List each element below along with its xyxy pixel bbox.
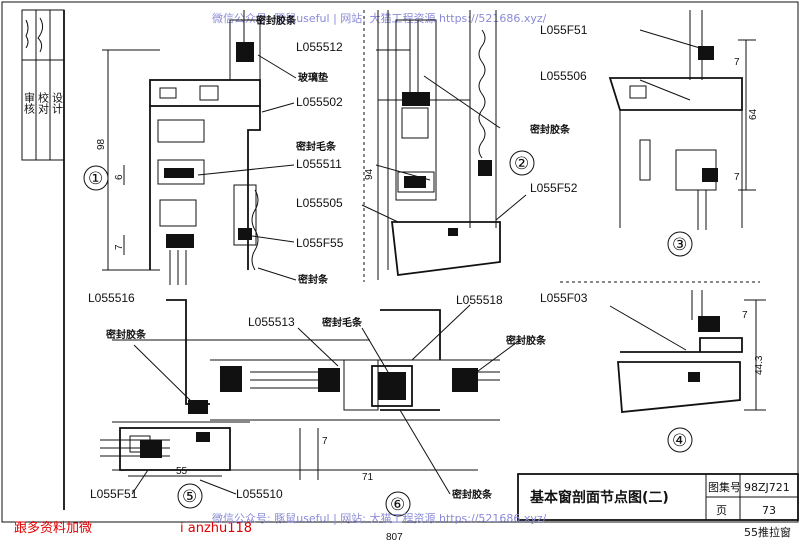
promo-right: i anzhu118 xyxy=(180,521,252,536)
series-name: 55推拉窗 xyxy=(744,525,791,539)
d3-dim-7a: 7 xyxy=(734,57,740,68)
d2-dim-94: 94 xyxy=(364,168,375,180)
d2-label-L055505: L055505 xyxy=(296,196,343,210)
detail-1: 98 6 7 密封胶条 玻璃垫 L055502 L055511 xyxy=(83,10,344,286)
d1-dim-7: 7 xyxy=(114,244,125,250)
atlas-number: 98ZJ721 xyxy=(744,481,790,494)
d3-dim-64: 64 xyxy=(748,108,759,120)
d3-dim-7b: 7 xyxy=(734,172,740,183)
detail-5: 55 L055516 密封胶条 L055F51 L055510 ⑤ xyxy=(88,291,370,509)
signature-strip: 审核 校对 设计 xyxy=(21,9,65,161)
d1-dim-6: 6 xyxy=(114,174,125,180)
d6-note-sealant-bottom: 密封胶条 xyxy=(452,488,493,501)
atlas-label: 图集号 xyxy=(708,480,741,494)
detail-2: 94 L055512 密封毛条 L055505 密封胶条 L055F52 ② xyxy=(296,10,578,280)
d1-label-L055511: L055511 xyxy=(296,157,342,171)
d1-label-L055502: L055502 xyxy=(296,95,343,109)
promo-left: 跟多资料加微 xyxy=(14,520,92,536)
sig-1: 审核 xyxy=(23,91,36,115)
detail-3: 64 7 7 L055F51 L055506 ③ xyxy=(540,10,759,257)
d5-note-sealant: 密封胶条 xyxy=(106,328,147,341)
d6-label-L055513: L055513 xyxy=(248,315,295,329)
d1-note-glass-pad: 玻璃垫 xyxy=(298,71,328,84)
d5-label-L055516: L055516 xyxy=(88,291,135,305)
d6-number: ⑥ xyxy=(390,495,405,514)
d3-label-L055506: L055506 xyxy=(540,69,587,83)
d2-note-brush-seal: 密封毛条 xyxy=(296,140,337,153)
sig-2: 校对 xyxy=(37,91,50,114)
d6-label-L055518: L055518 xyxy=(456,293,503,307)
title-text: 基本窗剖面节点图(二) xyxy=(530,489,669,506)
d4-dim-7: 7 xyxy=(742,310,748,321)
detail-4: 44.3 7 L055F03 ④ xyxy=(540,290,766,453)
detail-6: 7 71 L055513 密封毛条 L055518 密封胶条 密封胶条 ⑥ xyxy=(210,293,547,517)
d1-note-seal-strip: 密封条 xyxy=(298,273,329,286)
d6-dim-7: 7 xyxy=(322,436,328,447)
d5-dim-55: 55 xyxy=(176,466,188,477)
d4-number: ④ xyxy=(672,431,687,450)
d3-number: ③ xyxy=(672,235,687,254)
sig-3: 设计 xyxy=(51,92,64,115)
d2-number: ② xyxy=(514,154,529,173)
d1-dim-98: 98 xyxy=(96,138,107,150)
d2-note-sealant: 密封胶条 xyxy=(530,123,571,136)
d6-dim-71: 71 xyxy=(362,472,374,483)
d5-label-L055F51: L055F51 xyxy=(90,487,138,501)
page-label: 页 xyxy=(716,504,727,517)
d6-note-sealant-right: 密封胶条 xyxy=(506,334,547,347)
d1-number: ① xyxy=(88,169,103,188)
d5-number: ⑤ xyxy=(182,487,197,506)
d4-label-L055F03: L055F03 xyxy=(540,291,588,305)
page-number-box: 73 xyxy=(762,504,776,517)
d2-label-L055F52: L055F52 xyxy=(530,181,578,195)
title-block: 基本窗剖面节点图(二) 图集号 98ZJ721 页 73 xyxy=(517,473,799,521)
d3-label-L055F51: L055F51 xyxy=(540,23,588,37)
watermark-top: 微信公众号: 豚鼠useful | 网站: 大猫工程资源 https://521… xyxy=(212,11,547,25)
sheet-border xyxy=(1,1,799,523)
d1-label-L055F55: L055F55 xyxy=(296,236,344,250)
sheet-page-number: 807 xyxy=(386,532,403,543)
d2-label-L055512: L055512 xyxy=(296,40,343,54)
d6-note-brush-seal: 密封毛条 xyxy=(322,316,363,329)
watermark-bottom: 微信公众号: 豚鼠useful | 网站: 大猫工程资源 https://521… xyxy=(212,511,547,525)
d4-dim-443: 44.3 xyxy=(754,355,765,375)
d1-note-sealant: 密封胶条 xyxy=(256,14,297,27)
d5-label-L055510: L055510 xyxy=(236,487,283,501)
